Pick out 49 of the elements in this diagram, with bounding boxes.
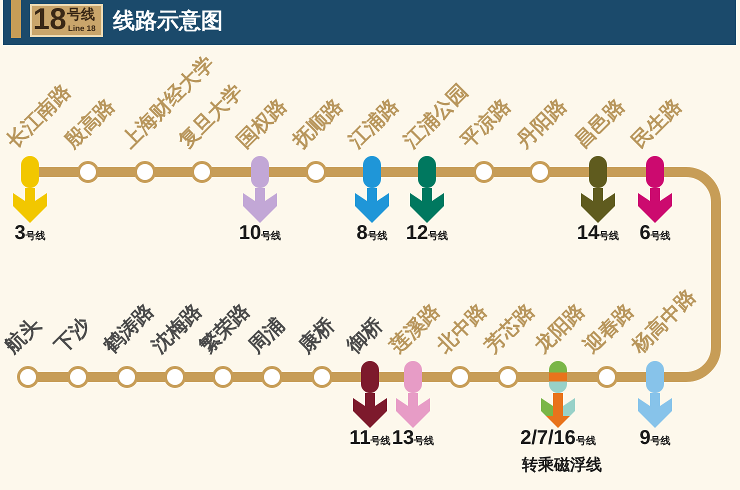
station-name: 江浦路 [344, 94, 402, 152]
station-name: 丹阳路 [512, 94, 570, 152]
line-label: 11号线 [349, 420, 391, 452]
track-line [326, 167, 363, 177]
track-line [39, 167, 78, 177]
track-line [607, 167, 646, 177]
track-line [470, 372, 498, 382]
line-label: 2/7/16号线 [520, 420, 596, 452]
title: 线路示意图 [113, 9, 223, 35]
track-line [381, 167, 418, 177]
station-name: 民生路 [627, 94, 686, 152]
track-line [436, 167, 474, 177]
track-line [155, 167, 192, 177]
track-line [379, 372, 404, 382]
line-label: 6号线 [639, 215, 671, 247]
station-name: 航头 [0, 312, 44, 356]
station-name: 抚顺路 [288, 94, 346, 152]
track-line [269, 167, 306, 177]
track-line [98, 167, 135, 177]
line-suffix: 号线 [67, 7, 95, 23]
track-line [212, 167, 251, 177]
track-line [88, 372, 117, 382]
line-number: 18 [33, 6, 66, 34]
track-line [233, 372, 262, 382]
line-label: 9号线 [639, 420, 671, 452]
track-line [282, 372, 312, 382]
line-label: 8号线 [356, 215, 388, 247]
track-line [38, 372, 68, 382]
track-line [185, 372, 213, 382]
station-name: 康桥 [294, 312, 338, 356]
line-label: 13号线 [392, 420, 434, 452]
track-line [617, 372, 646, 382]
track-line [422, 372, 450, 382]
track-line [494, 167, 530, 177]
line-code: Line 18 [68, 24, 96, 33]
line-label: 14号线 [576, 215, 620, 247]
station-name: 下沙 [50, 312, 94, 356]
line-label: 12号线 [406, 215, 448, 247]
transfer-note: 转乘磁浮线 [522, 455, 602, 474]
line-label: 3号线 [14, 215, 46, 247]
track-line [550, 167, 589, 177]
track-line [518, 372, 549, 382]
track-line [567, 372, 597, 382]
line-label: 10号线 [238, 215, 282, 247]
track-line [332, 372, 361, 382]
track-line [664, 167, 721, 382]
station-name: 御桥 [342, 313, 386, 357]
track-line [137, 372, 165, 382]
station-name: 昌邑路 [570, 94, 628, 152]
